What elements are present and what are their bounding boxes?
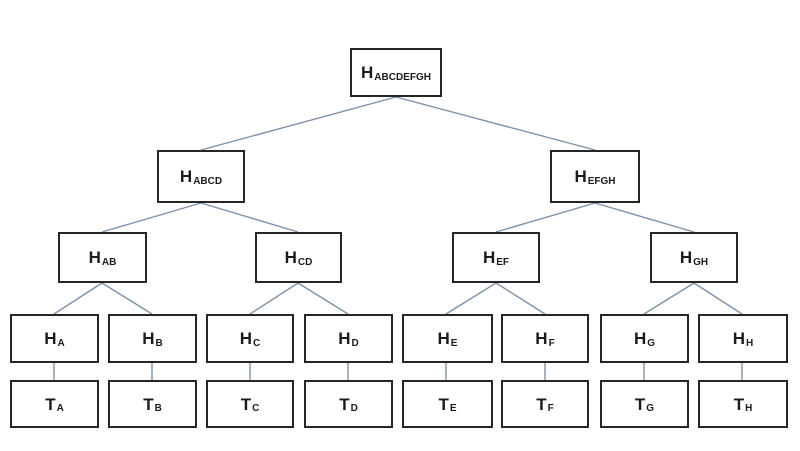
edge-cd-hc bbox=[249, 282, 299, 315]
node-subscript: D bbox=[350, 403, 358, 414]
node-label: T bbox=[240, 394, 252, 414]
node-subscript: C bbox=[252, 403, 260, 414]
node-subscript: B bbox=[155, 337, 163, 349]
node-subscript: EFGH bbox=[587, 175, 616, 187]
edge-root-efgh bbox=[395, 96, 596, 151]
node-label: T bbox=[634, 394, 646, 414]
node-subscript: H bbox=[745, 403, 753, 414]
node-label: T bbox=[143, 394, 154, 414]
node-label: T bbox=[733, 394, 745, 414]
node-subscript: E bbox=[450, 337, 458, 349]
node-label: H bbox=[361, 63, 374, 82]
edge-ab-hb bbox=[101, 282, 153, 315]
node-label: H bbox=[574, 167, 587, 186]
node-subscript: ABCD bbox=[193, 175, 223, 187]
node-subscript: EF bbox=[496, 256, 510, 268]
node-subscript: F bbox=[547, 403, 554, 414]
node-label: H bbox=[179, 167, 193, 186]
edge-abcd-cd bbox=[200, 202, 299, 233]
edge-efgh-gh bbox=[594, 202, 695, 233]
node-subscript: A bbox=[56, 403, 64, 414]
node-subscript: F bbox=[548, 337, 555, 349]
node-subscript: A bbox=[57, 337, 65, 349]
node-label: H bbox=[633, 329, 647, 348]
edge-efgh-ef bbox=[495, 202, 596, 233]
node-label: H bbox=[88, 248, 101, 267]
node-label: T bbox=[438, 394, 449, 414]
node-subscript: G bbox=[647, 337, 656, 349]
edge-cd-hd bbox=[297, 282, 349, 315]
edge-ab-ha bbox=[53, 282, 103, 315]
node-label: H bbox=[44, 329, 57, 348]
edge-ef-he bbox=[445, 282, 497, 315]
node-subscript: D bbox=[351, 337, 359, 349]
edge-gh-hh bbox=[693, 282, 743, 315]
node-subscript: AB bbox=[101, 256, 117, 268]
node-label: H bbox=[482, 248, 496, 267]
node-label: T bbox=[339, 394, 350, 414]
node-subscript: E bbox=[449, 403, 457, 414]
node-label: H bbox=[437, 329, 450, 348]
node-subscript: G bbox=[646, 403, 655, 414]
node-label: H bbox=[239, 329, 253, 348]
edge-abcd-ab bbox=[101, 202, 202, 233]
node-subscript: CD bbox=[297, 256, 313, 268]
node-label: H bbox=[338, 329, 351, 348]
edge-gh-hg bbox=[643, 282, 695, 315]
node-label: H bbox=[142, 329, 155, 348]
node-subscript: C bbox=[253, 337, 261, 349]
node-label: H bbox=[732, 329, 746, 348]
node-subscript: H bbox=[746, 337, 754, 349]
node-label: H bbox=[679, 248, 693, 267]
edge-ef-hf bbox=[495, 282, 546, 315]
node-label: T bbox=[45, 394, 56, 414]
node-subscript: B bbox=[154, 403, 162, 414]
node-label: H bbox=[535, 329, 548, 348]
node-label: T bbox=[536, 394, 547, 414]
edge-root-abcd bbox=[200, 96, 397, 151]
node-subscript: ABCDEFGH bbox=[374, 71, 431, 83]
node-subscript: GH bbox=[693, 256, 709, 268]
node-label: H bbox=[284, 248, 297, 267]
